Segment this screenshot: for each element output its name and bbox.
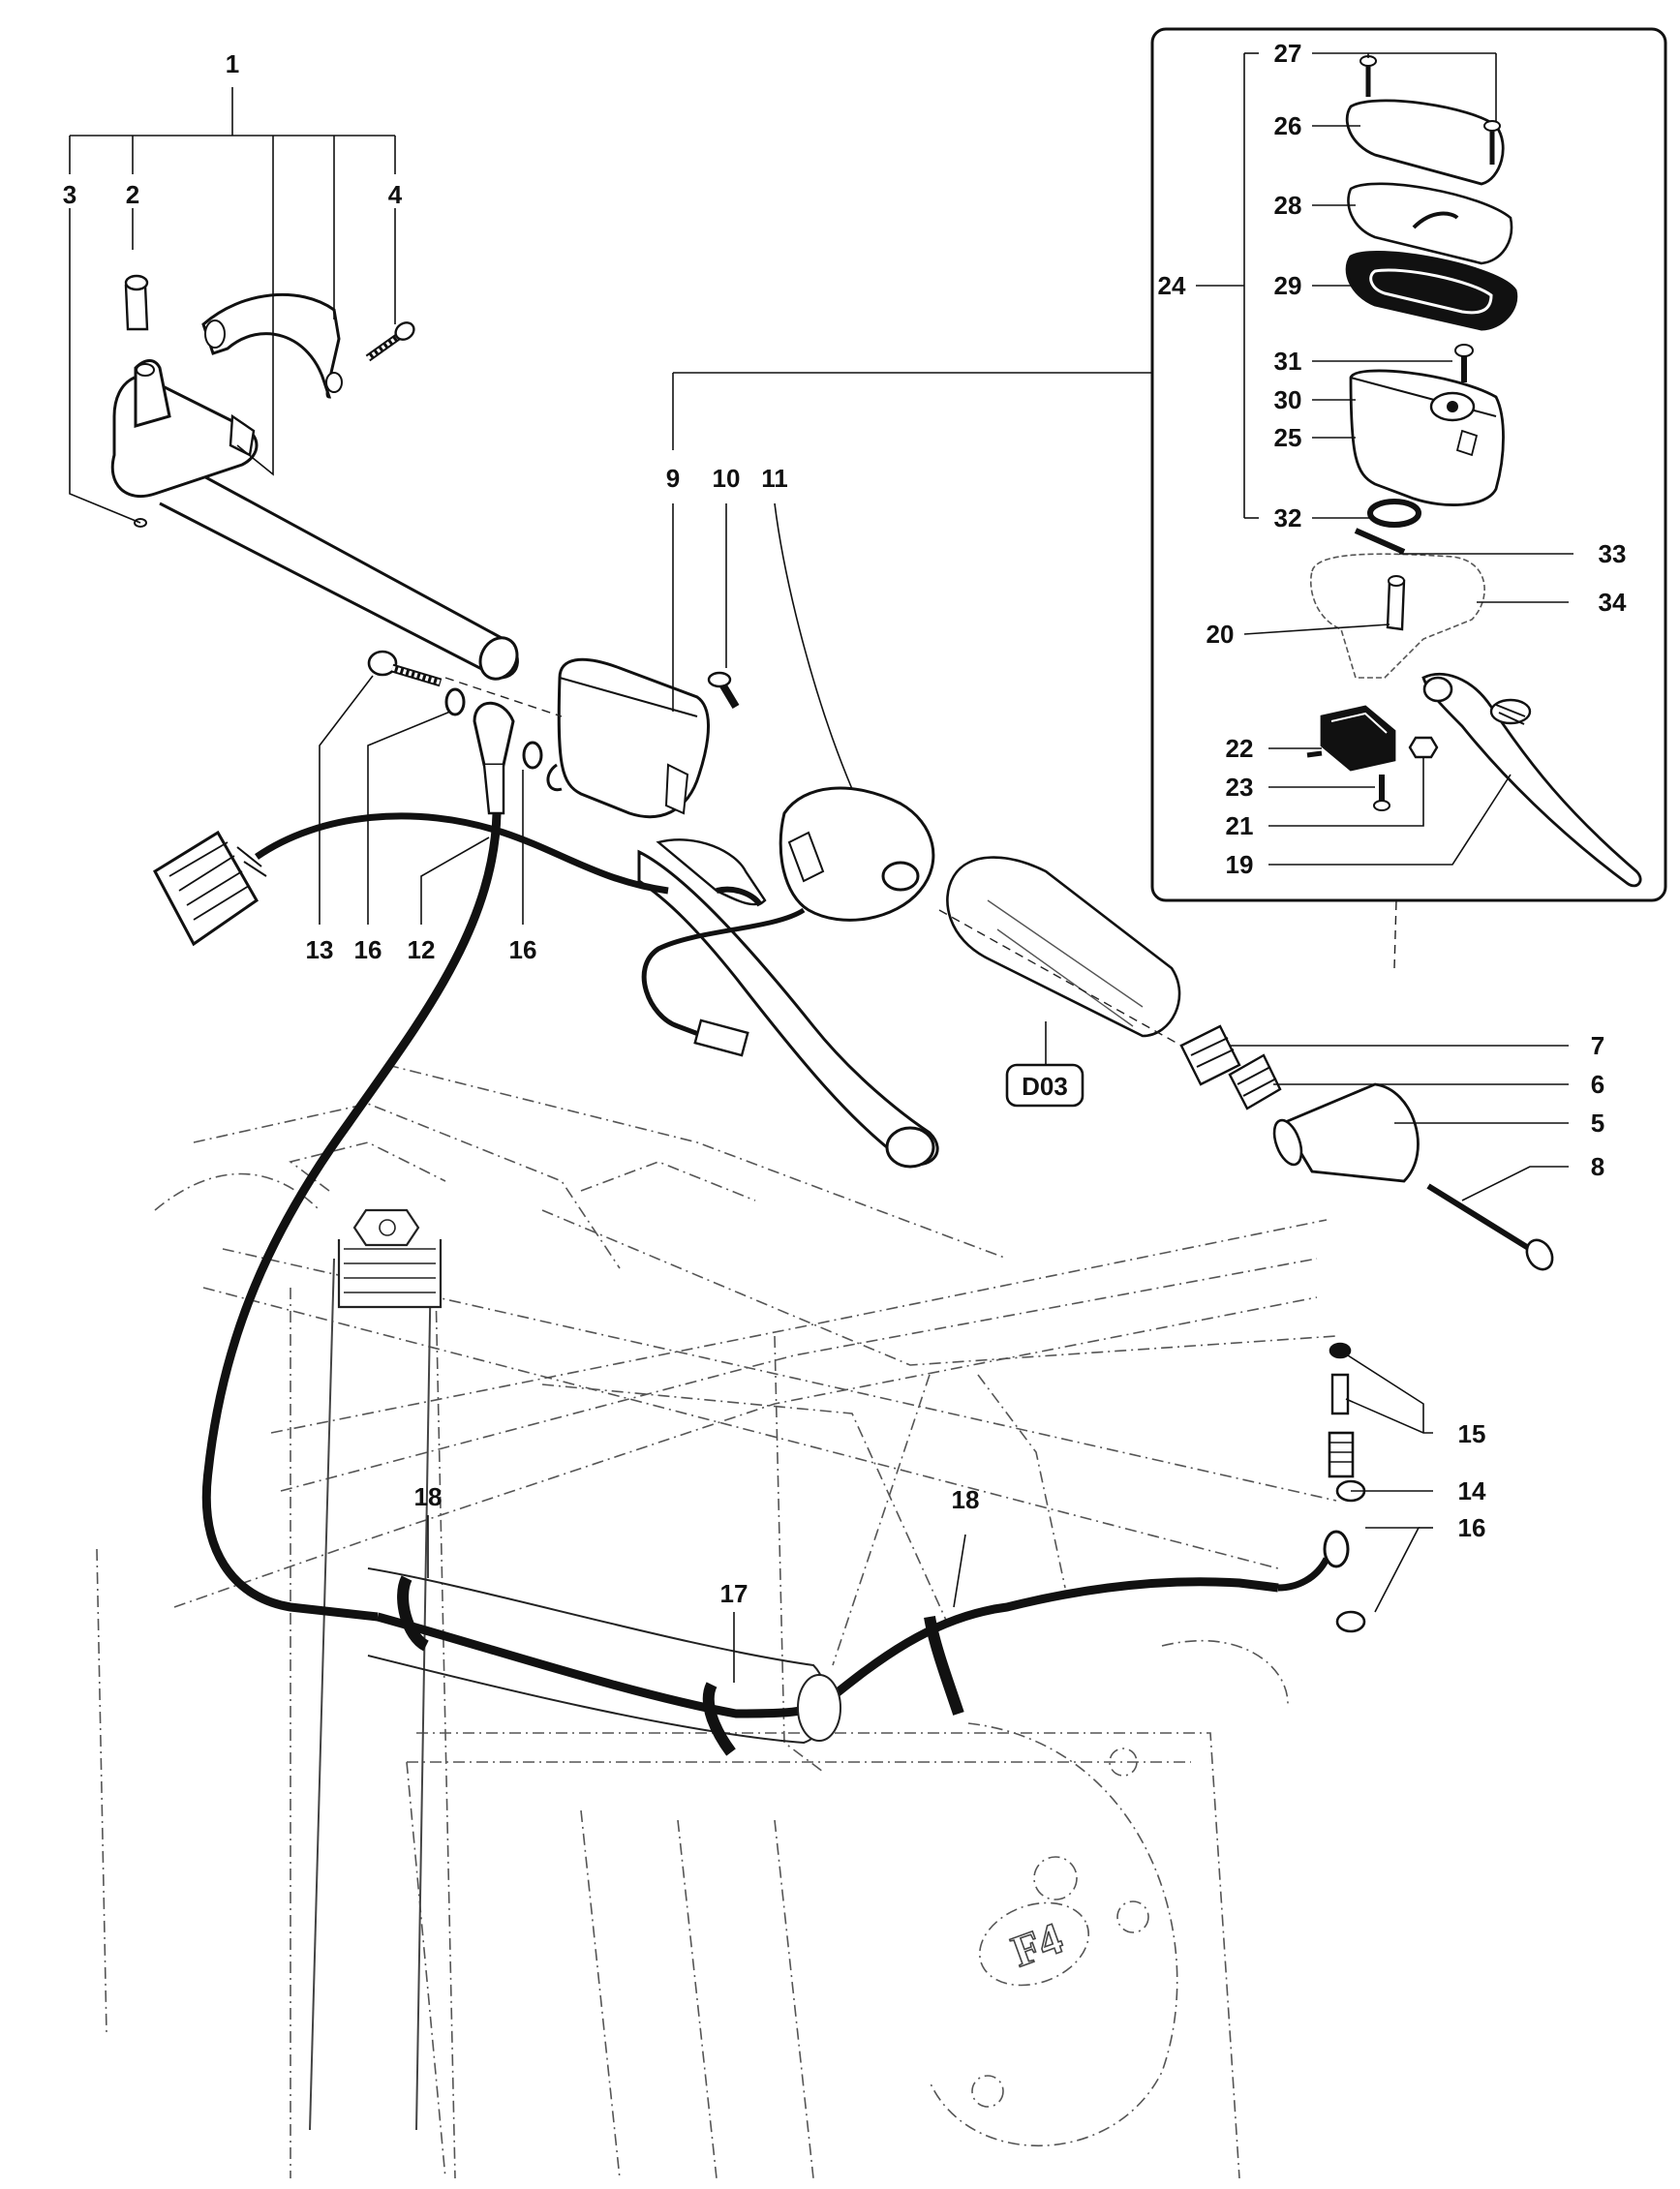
callout-24: 24 [1158, 271, 1186, 300]
callout-7: 7 [1591, 1031, 1604, 1060]
callout-11: 11 [761, 464, 788, 493]
reference-tag-d03: D03 [1005, 1063, 1084, 1108]
callout-34: 34 [1599, 588, 1627, 617]
callout-28: 28 [1274, 191, 1302, 220]
callout-22: 22 [1226, 734, 1254, 763]
callout-8: 8 [1591, 1152, 1604, 1181]
fork-tube [309, 1208, 443, 2131]
callout-16-a: 16 [354, 935, 382, 964]
callout-26: 26 [1274, 111, 1302, 140]
callout-27: 27 [1274, 39, 1302, 68]
callout-19: 19 [1226, 850, 1254, 879]
callout-16-b: 16 [509, 935, 537, 964]
callout-20: 20 [1207, 620, 1235, 649]
callout-25: 25 [1274, 423, 1302, 452]
callout-2: 2 [126, 180, 139, 209]
inset-detail-box [1150, 27, 1667, 902]
callout-17: 17 [720, 1579, 748, 1608]
callout-18-b: 18 [952, 1485, 980, 1514]
engine-logo: F4 [1005, 1913, 1068, 1976]
callout-21: 21 [1226, 811, 1254, 840]
brake-master-cylinder [546, 657, 1554, 1271]
callout-numbers: 1 3 2 4 9 10 11 13 16 12 16 7 6 5 8 15 1… [63, 39, 1627, 1608]
callout-3: 3 [63, 180, 76, 209]
callout-31: 31 [1274, 347, 1302, 376]
callout-14: 14 [1458, 1476, 1486, 1505]
brake-hose-assembly [201, 650, 1366, 1756]
callout-4: 4 [388, 180, 403, 209]
leader-lines [69, 52, 1573, 1683]
callout-1: 1 [226, 49, 239, 78]
callout-23: 23 [1226, 773, 1254, 802]
callout-9: 9 [666, 464, 680, 493]
callout-33: 33 [1599, 539, 1627, 568]
callout-5: 5 [1591, 1109, 1604, 1138]
callout-16-c: 16 [1458, 1513, 1486, 1542]
callout-6: 6 [1591, 1070, 1604, 1099]
callout-29: 29 [1274, 271, 1302, 300]
callout-12: 12 [408, 935, 436, 964]
callout-18-a: 18 [414, 1482, 443, 1511]
callout-30: 30 [1274, 385, 1302, 414]
handlebar-clip-on [110, 274, 519, 681]
callout-15: 15 [1458, 1419, 1486, 1448]
reference-tag-label: D03 [1022, 1072, 1068, 1101]
callout-13: 13 [306, 935, 334, 964]
callout-32: 32 [1274, 503, 1302, 532]
callout-10: 10 [713, 464, 741, 493]
switch-wiring-harness [153, 812, 669, 947]
